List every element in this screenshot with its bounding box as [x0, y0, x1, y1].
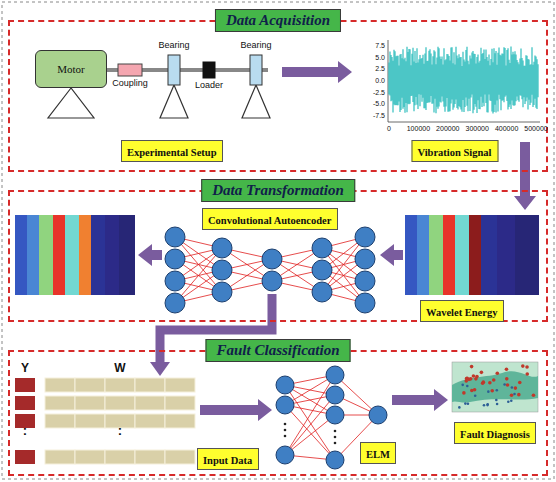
ellipsis: : — [118, 424, 122, 437]
tick-label: 0.0 — [375, 77, 385, 84]
tick-label: 300000 — [466, 125, 489, 132]
tick-label: 7.5 — [375, 42, 385, 49]
label-text: Convolutional Autoencoder — [208, 215, 331, 226]
stage-title: Data Acquisition — [215, 9, 341, 32]
stage-title: Data Transformation — [201, 179, 355, 202]
stage-panel: Data AcquisitionMotorExperimental SetupV… — [8, 20, 548, 172]
label-text: Input Data — [203, 455, 252, 466]
stage-label: Convolutional Autoencoder — [202, 208, 338, 230]
stage-label: Experimental Setup — [121, 140, 223, 162]
tick-label: 400000 — [495, 125, 518, 132]
stage-panel: Data TransformationConvolutional Autoenc… — [8, 190, 548, 322]
tick-label: -7.5 — [373, 112, 385, 119]
label-text: Experimental Setup — [127, 147, 217, 158]
tick-label: 100000 — [407, 125, 430, 132]
label-text: Fault Diagnosis — [460, 429, 530, 440]
matrix-name: W — [114, 362, 125, 374]
signal-plot — [388, 40, 540, 122]
decision-plot — [452, 362, 538, 412]
part-name: Loader — [195, 81, 223, 90]
stage-label: Vibration Signal — [412, 140, 499, 162]
part-name: Bearing — [158, 41, 189, 50]
part-name: Coupling — [112, 79, 148, 88]
stage-title: Fault Classification — [206, 339, 351, 362]
tick-label: 200000 — [436, 125, 459, 132]
tick-label: 2.5 — [375, 65, 385, 72]
label-text: Motor — [57, 63, 85, 75]
tick-label: -5.0 — [373, 100, 385, 107]
stage-label: Fault Diagnosis — [454, 422, 536, 444]
stage-panel: Fault ClassificationInput DataELMFault D… — [8, 350, 548, 476]
part-name: Bearing — [240, 41, 271, 50]
stage-label: Wavelet Energy — [420, 300, 504, 322]
matrix-name: Y — [21, 362, 29, 374]
motor-box: Motor — [35, 50, 107, 88]
tick-label: 0 — [387, 125, 391, 132]
stage-label: ELM — [360, 442, 396, 464]
networks — [165, 227, 387, 469]
ellipsis: : — [23, 424, 27, 437]
tick-label: 5.0 — [375, 53, 385, 60]
matrix — [15, 378, 195, 464]
tick-label: 500000 — [524, 125, 547, 132]
label-text: Wavelet Energy — [426, 307, 497, 318]
label-text: Vibration Signal — [418, 147, 492, 158]
label-text: ELM — [366, 449, 390, 460]
tick-label: -2.5 — [373, 88, 385, 95]
stage-label: Input Data — [197, 448, 259, 470]
